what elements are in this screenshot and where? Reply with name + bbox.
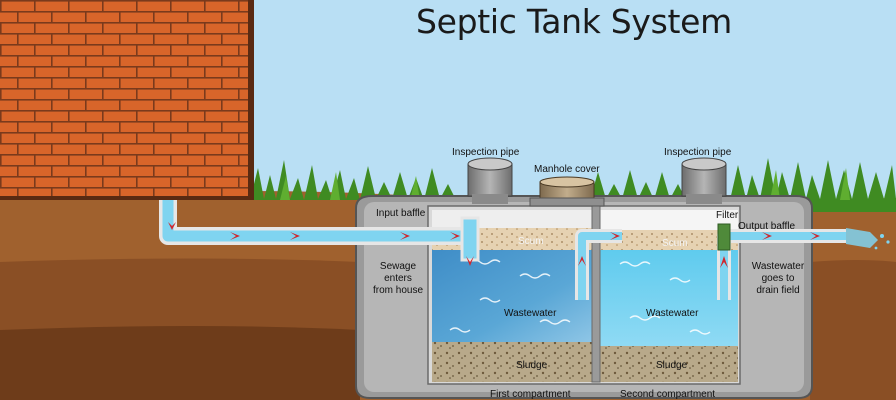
label-wastewater-second: Wastewater [646, 308, 699, 319]
deep-soil-left [0, 326, 360, 400]
label-scum-second: Scum [662, 238, 688, 249]
label-wastewater-first: Wastewater [504, 308, 557, 319]
wastewater-second [598, 250, 738, 346]
subsoil-right [810, 260, 896, 400]
sludge-second [598, 346, 738, 382]
label-second-compartment: Second compartment [620, 389, 716, 400]
sludge-first [432, 342, 594, 382]
filter-cartridge [717, 223, 731, 251]
drain-field-outflow [846, 228, 890, 250]
label-wastewater-goes: Wastewater goes to drain field [746, 261, 810, 297]
label-sewage-enters: Sewage enters from house [368, 261, 428, 297]
label-sewage-line-2: enters [384, 273, 412, 284]
label-sewage-line-3: from house [372, 285, 424, 296]
input-baffle [460, 216, 480, 262]
diagram-title: Septic Tank System [416, 2, 733, 41]
label-first-compartment: First compartment [490, 389, 571, 400]
inlet-pipe [159, 200, 478, 245]
label-sewage-line-1: Sewage [379, 261, 417, 272]
label-inspection-pipe-left: Inspection pipe [452, 147, 520, 158]
label-wastewater-goes-line-2: goes to [761, 273, 795, 284]
flow-arrows [168, 204, 820, 296]
label-output-baffle: Output baffle [738, 221, 796, 232]
wastewater-first [432, 250, 594, 342]
water-waves [449, 259, 711, 335]
label-sludge-first: Sludge [516, 360, 548, 371]
inspection-pipe-left [467, 157, 513, 204]
house-wall-base [0, 196, 254, 200]
inspection-pipe-right [681, 157, 727, 204]
label-wastewater-goes-line-1: Wastewater [751, 261, 805, 272]
label-scum-first: Scum [518, 236, 544, 247]
label-sludge-second: Sludge [656, 360, 688, 371]
transfer-pipe [575, 229, 622, 300]
manhole-cover [529, 176, 605, 207]
second-compartment [598, 210, 738, 382]
label-input-baffle: Input baffle [376, 208, 426, 219]
label-filter: Filter [716, 210, 739, 221]
scum-layer-second [598, 230, 738, 250]
label-manhole-cover: Manhole cover [534, 164, 600, 175]
grass-highlights [280, 168, 850, 200]
label-inspection-pipe-right: Inspection pipe [664, 147, 732, 158]
house-brick-wall [0, 0, 250, 198]
label-wastewater-goes-line-3: drain field [756, 285, 800, 296]
house-wall-edge [248, 0, 254, 198]
